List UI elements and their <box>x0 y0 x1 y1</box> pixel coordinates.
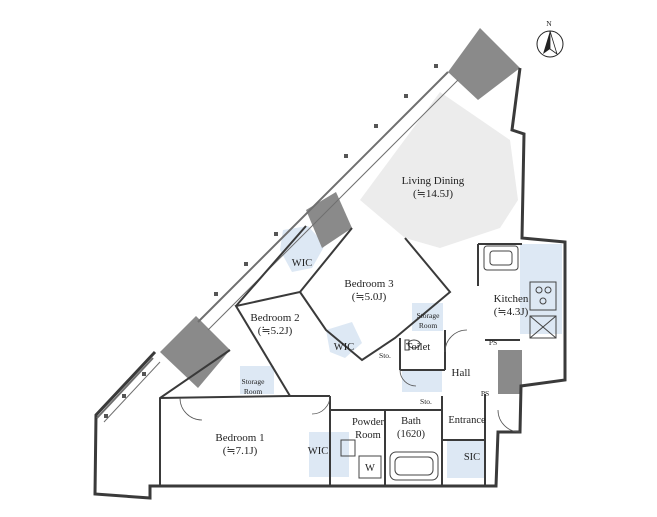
hall-label: Hall <box>452 367 471 379</box>
interior-walls <box>159 225 522 486</box>
bedroom1-name: Bedroom 1 <box>215 432 264 444</box>
kitchen-fixtures <box>483 245 557 339</box>
powder-room-line2: Room <box>355 430 381 441</box>
balcony-posts <box>104 64 438 418</box>
ps-top-label: PS <box>489 338 497 347</box>
entrance-label: Entrance <box>448 415 486 426</box>
living-dining-area: (≒14.5J) <box>413 188 453 200</box>
storage-b2-line1: Storage <box>242 377 266 386</box>
bedroom2-name: Bedroom 2 <box>250 312 299 324</box>
north-compass-icon: N <box>536 19 564 58</box>
storage-b2-line2: Room <box>244 387 263 396</box>
washer-label: W <box>365 463 375 474</box>
bedroom3-name: Bedroom 3 <box>344 278 394 290</box>
diagonal-facade <box>96 71 459 423</box>
living-dining-floor <box>360 92 518 248</box>
bath-line1: Bath <box>401 416 422 427</box>
storage-b3-line1: Storage <box>417 311 441 320</box>
structural-columns <box>160 28 522 394</box>
door-swings <box>179 329 521 433</box>
bath-line2: (1620) <box>397 429 425 440</box>
powder-room-line1: Powder <box>352 417 385 428</box>
bedroom1-area: (≒7.1J) <box>223 445 258 457</box>
sic-label: SIC <box>464 452 480 463</box>
bedroom2-area: (≒5.2J) <box>258 325 293 337</box>
toilet-label: Toilet <box>406 342 430 353</box>
storage-b3-line2: Room <box>419 321 438 330</box>
wic-top-label: WIC <box>292 258 312 269</box>
kitchen-area: (≒4.3J) <box>494 306 529 318</box>
ps-hall-label: PS <box>481 389 489 398</box>
compass-label: N <box>546 19 552 28</box>
sto-small-label: Sto. <box>379 351 391 360</box>
wic-bottom-label: WIC <box>308 446 328 457</box>
wic-mid-label: WIC <box>334 342 354 353</box>
bedroom3-area: (≒5.0J) <box>352 291 387 303</box>
sto-hall-label: Sto. <box>420 397 432 406</box>
wet-area-tints <box>240 226 562 478</box>
living-dining-name: Living Dining <box>402 175 465 187</box>
bath-fixtures <box>340 339 439 481</box>
kitchen-name: Kitchen <box>494 293 529 305</box>
